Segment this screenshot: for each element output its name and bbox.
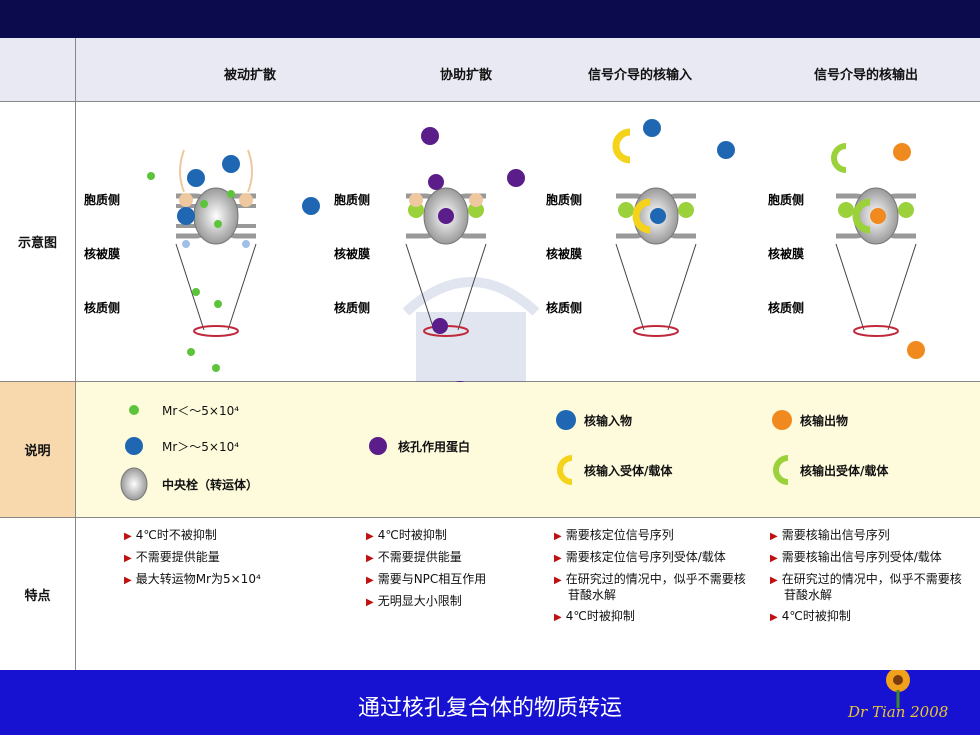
legend-import-receptor: 核输入受体/载体 — [584, 464, 673, 478]
feature-item: ▶不需要提供能量 — [366, 550, 462, 564]
feature-item: ▶4℃时被抑制 — [770, 609, 851, 623]
label-envelope-3: 核被膜 — [546, 246, 582, 261]
legend-import-cargo: 核输入物 — [584, 414, 633, 428]
npc-diagrams: 胞质侧 核被膜 核质侧 胞质侧 核被膜 核质侧 胞质侧 核被膜 核质侧 胞质侧 … — [84, 119, 925, 399]
features-facilitated: ▶4℃时被抑制 ▶不需要提供能量 ▶需要与NPC相互作用 ▶无明显大小限制 — [366, 528, 536, 616]
signature: Dr Tian 2008 — [848, 703, 949, 721]
row-label-diagram: 示意图 — [0, 102, 76, 382]
col-export: 信号介导的核输出 — [813, 68, 918, 83]
label-nucleus-1: 核质侧 — [84, 300, 120, 315]
col-facilitated: 协助扩散 — [439, 68, 492, 83]
feature-item: ▶需要核定位信号序列受体/载体 — [554, 550, 726, 564]
feature-item: ▶在研究过的情况中，似乎不需要核苷酸水解 — [554, 572, 746, 602]
feature-item: ▶不需要提供能量 — [124, 550, 220, 564]
feature-item: ▶需要与NPC相互作用 — [366, 572, 487, 586]
label-nucleus-4: 核质侧 — [768, 300, 804, 315]
npc-import — [612, 119, 735, 337]
legend-swatches — [120, 405, 792, 501]
row-label-features: 特点 — [0, 518, 76, 670]
legend-npc-protein: 核孔作用蛋白 — [398, 440, 471, 454]
feature-item: ▶4℃时被抑制 — [554, 609, 635, 623]
legend-plug: 中央栓（转运体） — [162, 478, 259, 492]
label-envelope-4: 核被膜 — [768, 246, 804, 261]
label-cytoplasm-4: 胞质侧 — [768, 192, 804, 207]
feature-item: ▶需要核输出信号序列 — [770, 528, 890, 542]
top-bar — [0, 0, 980, 38]
legend-export-receptor: 核输出受体/载体 — [800, 464, 889, 478]
legend-export-cargo: 核输出物 — [800, 414, 849, 428]
label-envelope-1: 核被膜 — [84, 246, 120, 261]
export-cargo-icon — [772, 410, 792, 430]
label-cytoplasm-2: 胞质侧 — [334, 192, 370, 207]
features-import: ▶需要核定位信号序列 ▶需要核定位信号序列受体/载体 ▶在研究过的情况中，似乎不… — [554, 528, 754, 631]
features-area: ▶4℃时不被抑制 ▶不需要提供能量 ▶最大转运物Mr为5×10⁴ ▶4℃时被抑制… — [76, 518, 980, 670]
feature-item: ▶在研究过的情况中，似乎不需要核苷酸水解 — [770, 572, 962, 602]
feature-item: ▶无明显大小限制 — [366, 594, 462, 608]
small-molecule-icon — [129, 405, 139, 415]
header-row: 被动扩散 协助扩散 信号介导的核输入 信号介导的核输出 — [76, 38, 980, 102]
label-envelope-2: 核被膜 — [334, 246, 370, 261]
feature-item: ▶最大转运物Mr为5×10⁴ — [124, 572, 261, 586]
feature-item: ▶需要核输出信号序列受体/载体 — [770, 550, 942, 564]
label-nucleus-2: 核质侧 — [334, 300, 370, 315]
legend-small: Mr＜～5×10⁴ — [162, 404, 240, 418]
col-import: 信号介导的核输入 — [587, 68, 692, 83]
comparison-table: 被动扩散 协助扩散 信号介导的核输入 信号介导的核输出 示意图 — [0, 38, 980, 670]
header-corner — [0, 38, 76, 102]
features-passive: ▶4℃时不被抑制 ▶不需要提供能量 ▶最大转运物Mr为5×10⁴ — [124, 528, 324, 594]
col-passive: 被动扩散 — [223, 68, 276, 83]
footer-bar — [0, 670, 980, 735]
features-export: ▶需要核输出信号序列 ▶需要核输出信号序列受体/载体 ▶在研究过的情况中，似乎不… — [770, 528, 970, 631]
sunflower-decoration — [886, 670, 910, 708]
feature-item: ▶4℃时被抑制 — [366, 528, 447, 542]
label-cytoplasm-3: 胞质侧 — [546, 192, 582, 207]
label-nucleus-3: 核质侧 — [546, 300, 582, 315]
large-molecule-icon — [125, 437, 143, 455]
central-plug-icon — [120, 467, 148, 501]
export-receptor-icon — [773, 455, 789, 485]
row-label-legend: 说明 — [0, 382, 76, 518]
feature-item: ▶需要核定位信号序列 — [554, 528, 674, 542]
slide-caption: 通过核孔复合体的物质转运 — [357, 696, 622, 721]
legend-area: Mr＜～5×10⁴ Mr＞～5×10⁴ 中央栓（转运体） 核孔作用蛋白 核输入物… — [76, 382, 980, 518]
feature-item: ▶4℃时不被抑制 — [124, 528, 217, 542]
import-receptor-icon — [557, 455, 573, 485]
import-cargo-icon — [556, 410, 576, 430]
legend-large: Mr＞～5×10⁴ — [162, 440, 240, 454]
npc-protein-icon — [369, 437, 387, 455]
npc-export — [831, 143, 925, 359]
diagram-area: 胞质侧 核被膜 核质侧 胞质侧 核被膜 核质侧 胞质侧 核被膜 核质侧 胞质侧 … — [76, 102, 980, 399]
label-cytoplasm-1: 胞质侧 — [84, 192, 120, 207]
